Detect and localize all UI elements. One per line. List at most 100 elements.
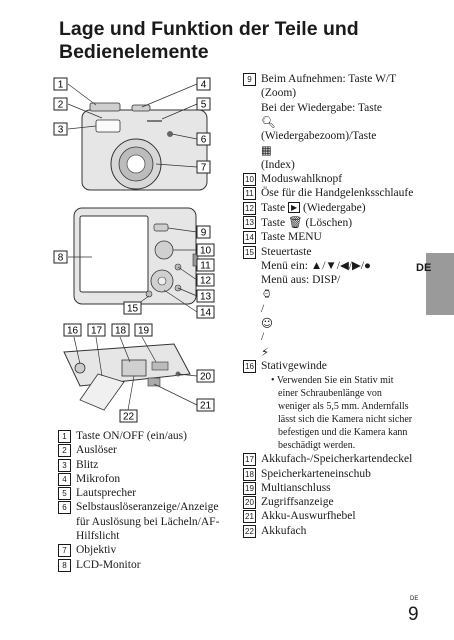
item-text: Speicherkarteneinschub xyxy=(261,467,371,480)
item-text: Akkufach xyxy=(261,524,307,537)
item-text-line: Selbstauslöseranzeige/Anzeige xyxy=(76,501,219,514)
language-tab xyxy=(426,253,454,315)
note-line: beschädigt werden. xyxy=(278,440,356,452)
figure-label: 3 xyxy=(58,125,64,136)
item-text-line: für Auslösung bei Lächeln/AF- xyxy=(76,515,220,528)
item-text: Taste ▶ (Wiedergabe) xyxy=(261,201,366,215)
list-item: 6 Selbstauslöseranzeige/Anzeige für Ausl… xyxy=(58,500,233,543)
flash-icon: ⚡︎ xyxy=(261,344,270,359)
item-number: 7 xyxy=(58,544,71,558)
note: • Verwenden Sie ein Stativ mit einer Sch… xyxy=(261,374,412,452)
item-text-part: Taste xyxy=(261,216,286,229)
item-number: 1 xyxy=(58,430,71,443)
list-item: 1 Taste ON/OFF (ein/aus) xyxy=(58,429,233,443)
figure-label: 11 xyxy=(200,261,211,272)
figure-label: 13 xyxy=(200,292,212,303)
figure-label: 4 xyxy=(201,80,207,91)
figure-label: 15 xyxy=(127,304,139,315)
figure-label: 21 xyxy=(200,401,212,412)
item-number: 3 xyxy=(58,458,71,472)
figure-label: 9 xyxy=(201,228,207,239)
item-text-line: Stativgewinde xyxy=(261,359,327,372)
figure-label: 16 xyxy=(67,326,79,337)
item-number: 11 xyxy=(243,187,256,201)
item-text: Taste MENU xyxy=(261,231,322,244)
figure-label: 7 xyxy=(201,163,207,174)
figure-label: 6 xyxy=(201,135,207,146)
list-item: 12 Taste ▶ (Wiedergabe) xyxy=(243,201,415,215)
item-text-part: Bei der Wiedergabe: Taste xyxy=(261,101,383,114)
item-number: 14 xyxy=(243,231,256,245)
item-text: Akku-Auswurfhebel xyxy=(261,510,356,523)
list-item: 7 Objektiv xyxy=(58,543,233,558)
figure-label: 5 xyxy=(201,100,207,111)
bottom-label-boxes: 16 17 18 19 20 21 22 xyxy=(63,323,215,423)
list-item: 20 Zugriffsanzeige xyxy=(243,495,415,510)
bottom-callouts xyxy=(73,336,198,411)
list-item: 8 LCD-Monitor xyxy=(58,558,233,572)
page-number: 9 xyxy=(408,604,419,625)
figure-label: 18 xyxy=(115,326,127,337)
list-item: 18 Speicherkarteneinschub xyxy=(243,467,415,481)
parts-list-left: 1 Taste ON/OFF (ein/aus) 2 Auslöser 3 Bl… xyxy=(58,429,233,572)
figure-label: 14 xyxy=(200,308,212,319)
trash-icon: 🗑︎ xyxy=(287,214,303,229)
list-item: 10 Moduswahlknopf xyxy=(243,172,415,187)
item-number: 13 xyxy=(243,215,256,229)
figure-label: 12 xyxy=(200,276,212,287)
camera-back xyxy=(73,207,199,305)
list-item: 13 Taste 🗑︎ (Löschen) xyxy=(243,215,415,230)
figure-label: 22 xyxy=(123,412,135,423)
item-text: Selbstauslöseranzeige/Anzeige für Auslös… xyxy=(76,500,219,543)
item-number: 16 xyxy=(243,359,256,373)
item-number: 5 xyxy=(58,487,71,501)
camera-illustrations: 1 2 3 4 5 6 7 xyxy=(52,74,222,444)
item-text-line: Menü ein: ▲/▼/◀/▶/● xyxy=(261,259,372,272)
list-item: 19 Multianschluss xyxy=(243,481,415,495)
figure-label: 2 xyxy=(58,100,64,111)
note-line: befestigen und die Kamera kann xyxy=(278,427,408,439)
figure-label: 19 xyxy=(138,326,150,337)
front-callouts xyxy=(67,83,198,168)
item-text: Steuertaste Menü ein: ▲/▼/◀/▶/● Menü aus… xyxy=(261,245,371,359)
item-text: Öse für die Handgelenksschlaufe xyxy=(261,187,414,200)
item-number: 21 xyxy=(243,510,256,524)
play-icon: ▶ xyxy=(287,201,301,213)
list-item: 16 Stativgewinde • Verwenden Sie ein Sta… xyxy=(243,359,415,452)
item-text-part: / xyxy=(261,331,265,344)
item-text: Lautsprecher xyxy=(76,487,137,500)
item-text-line: Hilfslicht xyxy=(76,530,120,543)
self-timer-icon: ⌚︎ xyxy=(261,287,273,302)
item-text: Blitz xyxy=(76,458,99,471)
note-line: • Verwenden Sie ein Stativ mit xyxy=(271,375,394,387)
item-text-line: (Zoom) xyxy=(261,87,297,100)
note-line: einer Schraubenlänge von xyxy=(278,388,382,400)
item-text-part: Menü aus: DISP/ xyxy=(261,274,341,287)
item-number: 18 xyxy=(243,467,256,481)
item-number: 19 xyxy=(243,481,256,495)
item-text-line: Steuertaste xyxy=(261,245,312,258)
list-item: 5 Lautsprecher xyxy=(58,486,233,501)
item-text-line: (Wiedergabezoom)/Taste ▦ xyxy=(261,129,396,158)
item-text-line: Beim Aufnehmen: Taste W/T xyxy=(261,73,397,85)
item-number: 4 xyxy=(58,472,71,486)
item-text-part: / xyxy=(261,302,265,315)
figure-label: 1 xyxy=(58,80,64,91)
figure-label: 10 xyxy=(200,246,212,257)
page-code: DE xyxy=(410,596,419,602)
front-label-boxes: 1 2 3 4 5 6 7 xyxy=(53,77,211,174)
list-item: 9 Beim Aufnehmen: Taste W/T (Zoom) Bei d… xyxy=(243,72,415,172)
item-text-line: Menü aus: DISP/⌚︎/☺/⚡︎ xyxy=(261,273,371,359)
camera-bottom xyxy=(63,343,191,411)
item-text: Auslöser xyxy=(76,444,117,457)
item-number: 12 xyxy=(243,201,256,215)
list-item: 22 Akkufach xyxy=(243,524,415,538)
figure-label: 17 xyxy=(91,326,103,337)
camera-front xyxy=(81,102,208,191)
figure-label: 8 xyxy=(58,253,64,264)
figure-label: 20 xyxy=(200,372,212,383)
item-text: Moduswahlknopf xyxy=(261,173,343,186)
item-number: 15 xyxy=(243,245,256,259)
item-number: 20 xyxy=(243,496,256,510)
item-text: Taste 🗑︎ (Löschen) xyxy=(261,215,352,230)
